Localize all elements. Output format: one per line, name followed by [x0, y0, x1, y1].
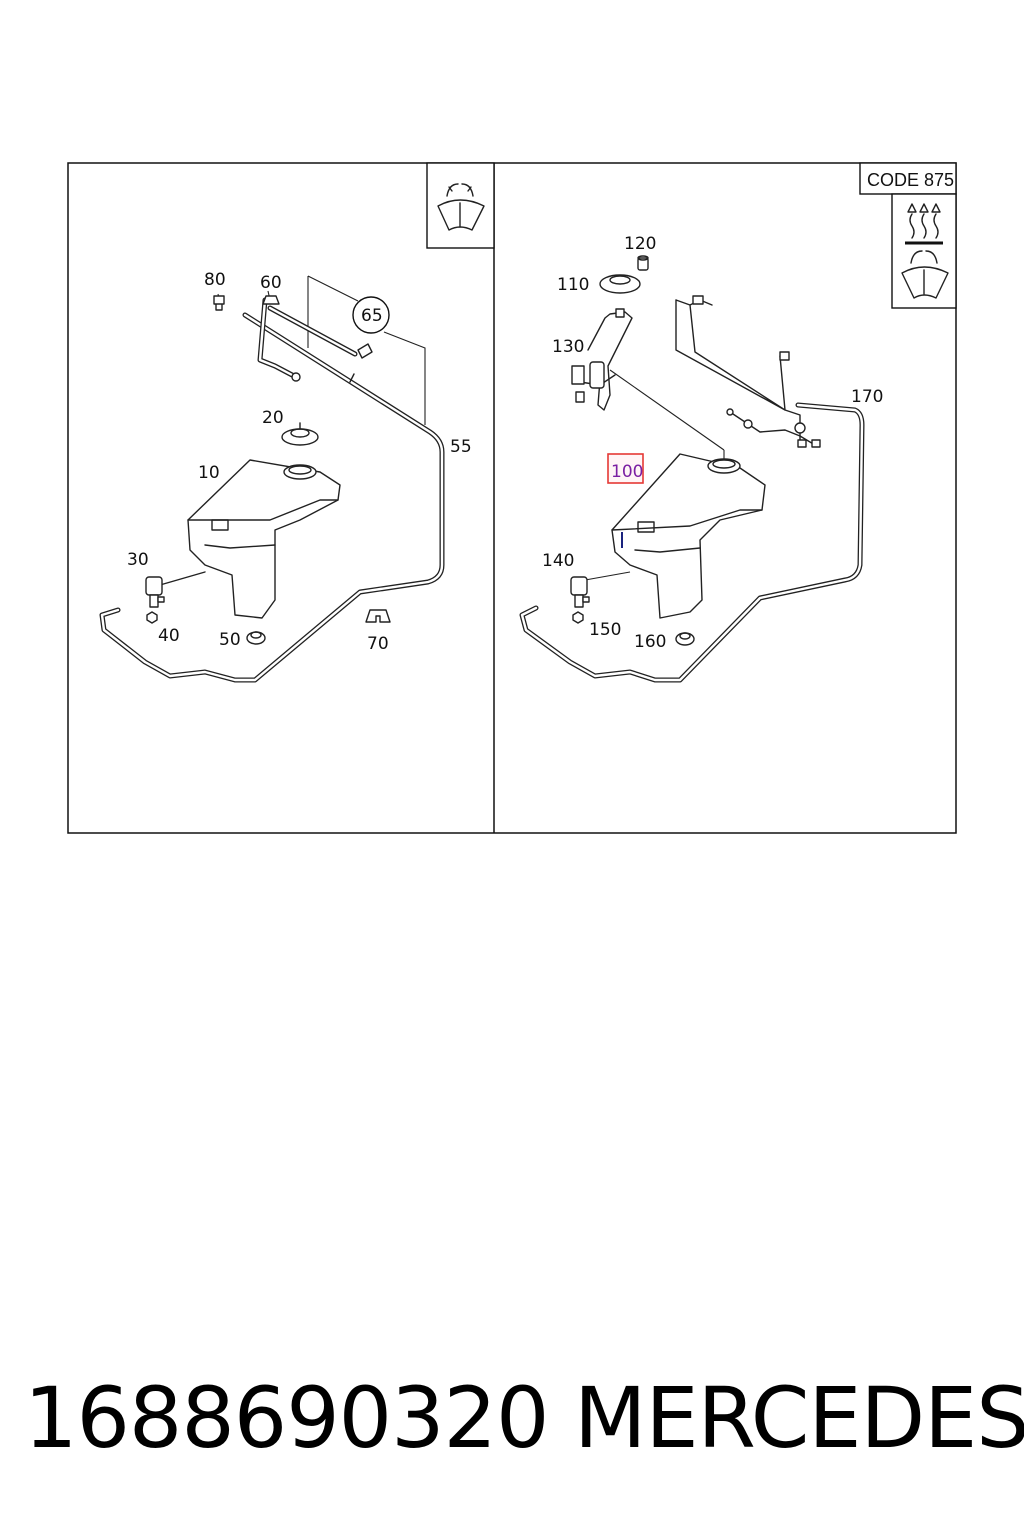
- callout-50: 50: [219, 630, 241, 650]
- callout-160: 160: [634, 632, 666, 652]
- callout-100: 100: [611, 462, 643, 482]
- callout-65: 65: [361, 306, 383, 326]
- heated-icon: [905, 203, 943, 245]
- callout-170: 170: [851, 387, 883, 407]
- brand-name: MERCEDES: [574, 1369, 1024, 1467]
- callout-140: 140: [542, 551, 574, 571]
- callout-130: 130: [552, 337, 584, 357]
- code-badge: CODE 875: [867, 170, 954, 190]
- highlight-box-100: [607, 453, 644, 484]
- callout-30: 30: [127, 550, 149, 570]
- callout-10: 10: [198, 463, 220, 483]
- callout-20: 20: [262, 408, 284, 428]
- right-panel: CODE 875: [519, 162, 957, 683]
- callout-80: 80: [204, 270, 226, 290]
- callout-40: 40: [158, 626, 180, 646]
- callout-60: 60: [260, 273, 282, 293]
- callout-150: 150: [589, 620, 621, 640]
- part-number: 1688690320: [24, 1369, 549, 1467]
- callout-110: 110: [557, 275, 589, 295]
- diagram-frame: [67, 162, 957, 834]
- callout-70: 70: [367, 634, 389, 654]
- windscreen-washer-icon-2: [901, 250, 949, 299]
- parts-diagram: 80 60 65 20 55 10 30 40 50 70 CODE 875: [67, 162, 957, 834]
- left-panel: 80 60 65 20 55 10 30 40 50 70: [99, 162, 495, 683]
- callout-65-circle: [352, 296, 390, 334]
- callout-120: 120: [624, 234, 656, 254]
- windscreen-washer-icon: [426, 162, 495, 249]
- callout-55: 55: [450, 437, 472, 457]
